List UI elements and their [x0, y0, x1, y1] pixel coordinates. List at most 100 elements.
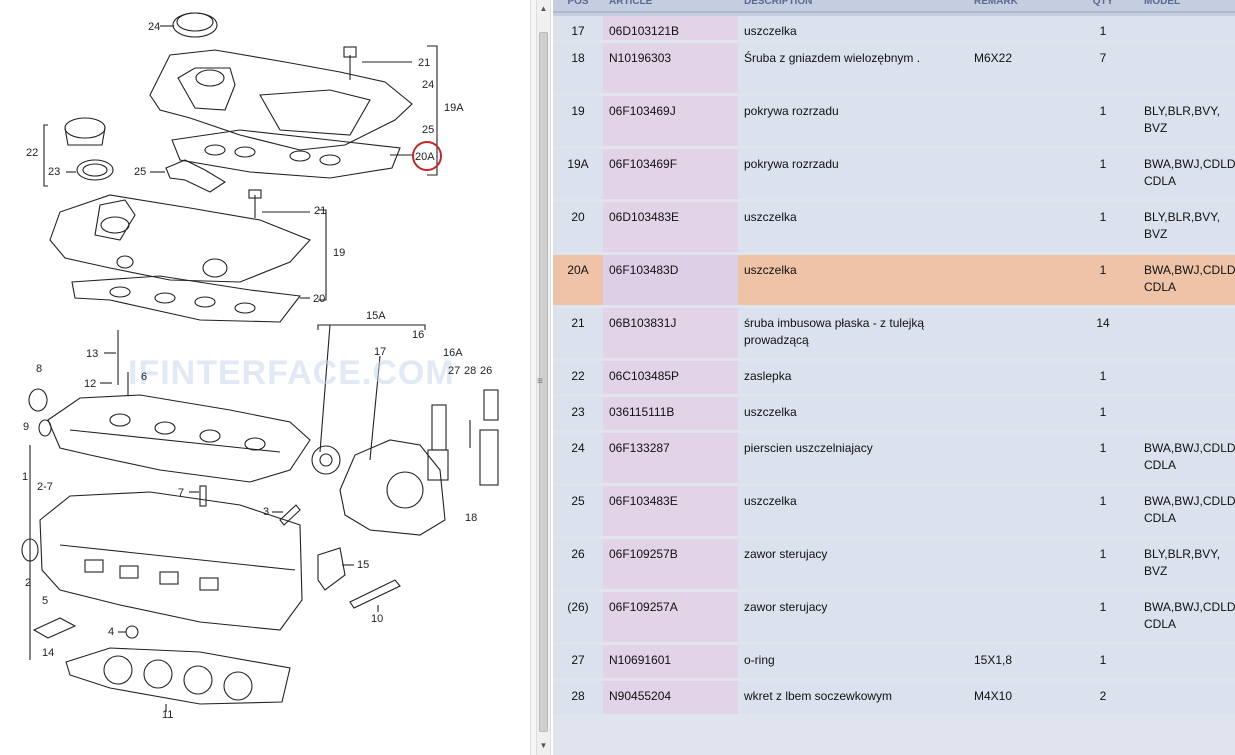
callout-label[interactable]: 20A — [415, 151, 435, 163]
scroll-down-arrow-icon[interactable]: ▼ — [539, 741, 548, 750]
callout-label[interactable]: 19 — [333, 247, 345, 259]
callout-label[interactable]: 17 — [374, 346, 386, 358]
callout-label[interactable]: 20 — [313, 293, 325, 305]
remark-cell: M6X22 — [968, 43, 1068, 93]
qty-cell: 1 — [1068, 96, 1138, 146]
model-cell: BWA,BWJ,CDLD CDLA — [1138, 255, 1235, 305]
description-cell: wkret z lbem soczewkowym — [738, 681, 968, 714]
callout-label[interactable]: 26 — [480, 365, 492, 377]
splitter-grip-icon[interactable]: ≡ — [537, 376, 543, 387]
callout-label[interactable]: 8 — [36, 363, 42, 375]
callout-label[interactable]: 21 — [314, 205, 326, 217]
callout-label[interactable]: 3 — [263, 506, 269, 518]
column-header-qty[interactable]: QTY — [1068, 0, 1138, 13]
callout-label[interactable]: 9 — [23, 421, 29, 433]
table-header-row: POS ARTICLE DESCRIPTION REMARK QTY MODEL — [553, 0, 1235, 13]
callout-label[interactable]: 18 — [465, 512, 477, 524]
article-cell: 06D103121B — [603, 16, 738, 40]
model-cell: BWA,BWJ,CDLD CDLA — [1138, 149, 1235, 199]
pos-cell: 25 — [553, 486, 603, 536]
scroll-up-arrow-icon[interactable]: ▲ — [539, 4, 548, 13]
qty-cell: 14 — [1068, 308, 1138, 358]
vertical-scrollbar[interactable]: ▲ ▼ — [536, 0, 551, 755]
callout-label[interactable]: 10 — [371, 613, 383, 625]
remark-cell — [968, 308, 1068, 358]
model-cell — [1138, 43, 1235, 93]
pane-splitter[interactable] — [530, 0, 536, 755]
qty-cell: 1 — [1068, 592, 1138, 642]
column-header-pos[interactable]: POS — [553, 0, 603, 13]
description-cell: zawor sterujacy — [738, 592, 968, 642]
remark-cell — [968, 592, 1068, 642]
callout-label[interactable]: 25 — [422, 124, 434, 136]
callout-label[interactable]: 14 — [42, 647, 54, 659]
article-cell: 06F103469J — [603, 96, 738, 146]
article-cell: 06F103469F — [603, 149, 738, 199]
callout-label[interactable]: 6 — [141, 371, 147, 383]
scroll-thumb[interactable] — [539, 32, 548, 732]
column-header-remark[interactable]: REMARK — [968, 0, 1068, 13]
description-cell: zawor sterujacy — [738, 539, 968, 589]
callout-label[interactable]: 27 — [448, 365, 460, 377]
callout-label[interactable]: 16A — [443, 347, 463, 359]
model-cell: BWA,BWJ,CDLD CDLA — [1138, 592, 1235, 642]
callout-label[interactable]: 2-7 — [37, 481, 53, 493]
pos-cell: 22 — [553, 361, 603, 394]
model-cell — [1138, 361, 1235, 394]
callout-label[interactable]: 1 — [22, 471, 28, 483]
pos-cell: 27 — [553, 645, 603, 678]
callout-label[interactable]: 19A — [444, 102, 464, 114]
callout-label[interactable]: 22 — [26, 147, 38, 159]
callout-label[interactable]: 4 — [108, 626, 114, 638]
callout-label[interactable]: 5 — [42, 595, 48, 607]
callout-label[interactable]: 23 — [48, 166, 60, 178]
article-cell: 06F103483D — [603, 255, 738, 305]
qty-cell: 1 — [1068, 433, 1138, 483]
remark-cell — [968, 486, 1068, 536]
qty-cell: 1 — [1068, 486, 1138, 536]
remark-cell — [968, 361, 1068, 394]
callout-label[interactable]: 28 — [464, 365, 476, 377]
description-cell: pokrywa rozrzadu — [738, 149, 968, 199]
callout-label[interactable]: 24 — [148, 21, 160, 33]
parts-table-pane: POS ARTICLE DESCRIPTION REMARK QTY MODEL… — [553, 0, 1235, 755]
model-cell — [1138, 308, 1235, 358]
qty-cell: 1 — [1068, 202, 1138, 252]
callout-label[interactable]: 21 — [418, 57, 430, 69]
description-cell: zaslepka — [738, 361, 968, 394]
article-cell: 06F109257A — [603, 592, 738, 642]
callout-label[interactable]: 25 — [134, 166, 146, 178]
column-header-article[interactable]: ARTICLE — [603, 0, 738, 13]
column-header-model[interactable]: MODEL — [1138, 0, 1235, 13]
callout-label[interactable]: 2 — [25, 577, 31, 589]
callout-label[interactable]: 11 — [162, 709, 173, 721]
callout-label[interactable]: 16 — [412, 329, 424, 341]
column-header-description[interactable]: DESCRIPTION — [738, 0, 968, 13]
callout-label[interactable]: 13 — [86, 348, 98, 360]
remark-cell — [968, 433, 1068, 483]
callout-label[interactable]: 24 — [422, 79, 434, 91]
callout-label[interactable]: 15 — [357, 559, 369, 571]
description-cell: pierscien uszczelniajacy — [738, 433, 968, 483]
callout-label[interactable]: 7 — [178, 487, 184, 499]
qty-cell: 1 — [1068, 255, 1138, 305]
callout-label[interactable]: 12 — [84, 378, 96, 390]
callout-label[interactable]: 15A — [366, 310, 386, 322]
qty-cell: 1 — [1068, 539, 1138, 589]
